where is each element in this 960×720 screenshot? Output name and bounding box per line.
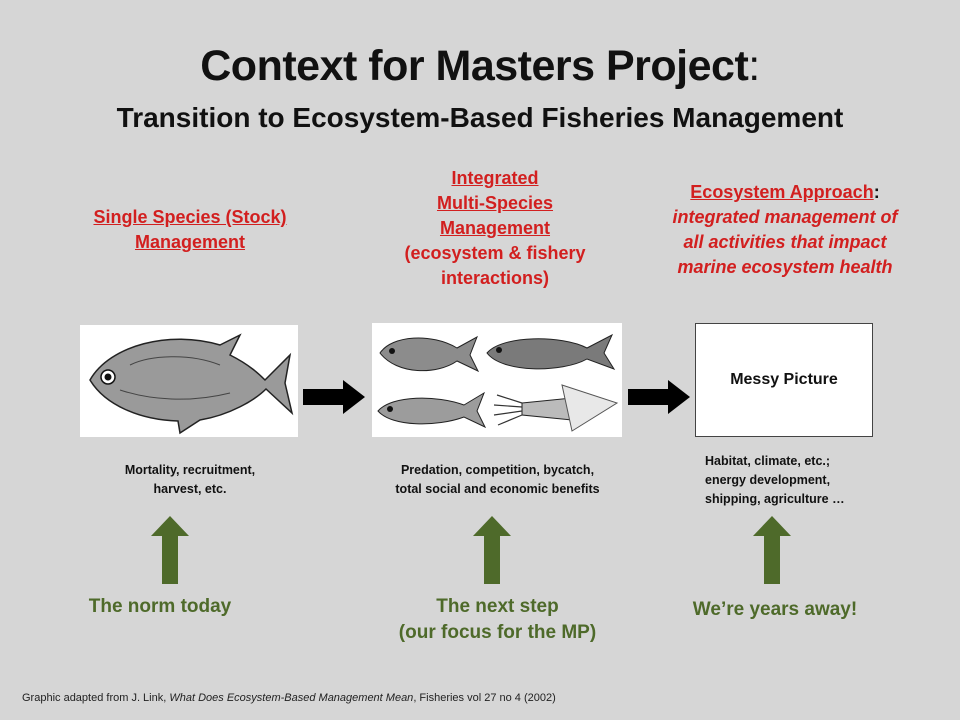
fish-icon [89, 333, 294, 435]
label-next-step: The next step (our focus for the MP) [398, 596, 597, 643]
caption-ecosystem: Habitat, climate, etc.; energy developme… [705, 454, 845, 506]
right-arrow-icon [303, 380, 365, 414]
skate-icon [561, 384, 619, 432]
up-arrow-icon [753, 516, 791, 584]
page-title: Context for Masters Project: [200, 42, 760, 90]
label-years-away: We’re years away! [692, 599, 858, 620]
right-arrow-icon [628, 380, 690, 414]
fish-icon [377, 391, 487, 429]
heading-ecosystem-approach: Ecosystem Approach: integrated managemen… [672, 182, 898, 277]
caption-multi-species: Predation, competition, bycatch, total s… [395, 463, 600, 496]
heading-single-species: Single Species (Stock) Management [93, 207, 287, 252]
messy-picture-label: Messy Picture [730, 371, 838, 388]
messy-picture-placeholder: Messy Picture [695, 323, 873, 437]
up-arrow-icon [151, 516, 189, 584]
multi-species-image [372, 323, 622, 437]
page-subtitle: Transition to Ecosystem-Based Fisheries … [116, 102, 844, 133]
single-fish-image [80, 325, 298, 437]
heading-multi-species: Integrated Multi-Species Management (eco… [404, 168, 586, 288]
up-arrow-icon [473, 516, 511, 584]
fish-icon [486, 333, 616, 370]
fish-icon [379, 335, 480, 373]
label-norm-today: The norm today [88, 596, 232, 617]
footer-citation: Graphic adapted from J. Link, What Does … [22, 692, 556, 704]
caption-single-species: Mortality, recruitment, harvest, etc. [124, 463, 256, 496]
